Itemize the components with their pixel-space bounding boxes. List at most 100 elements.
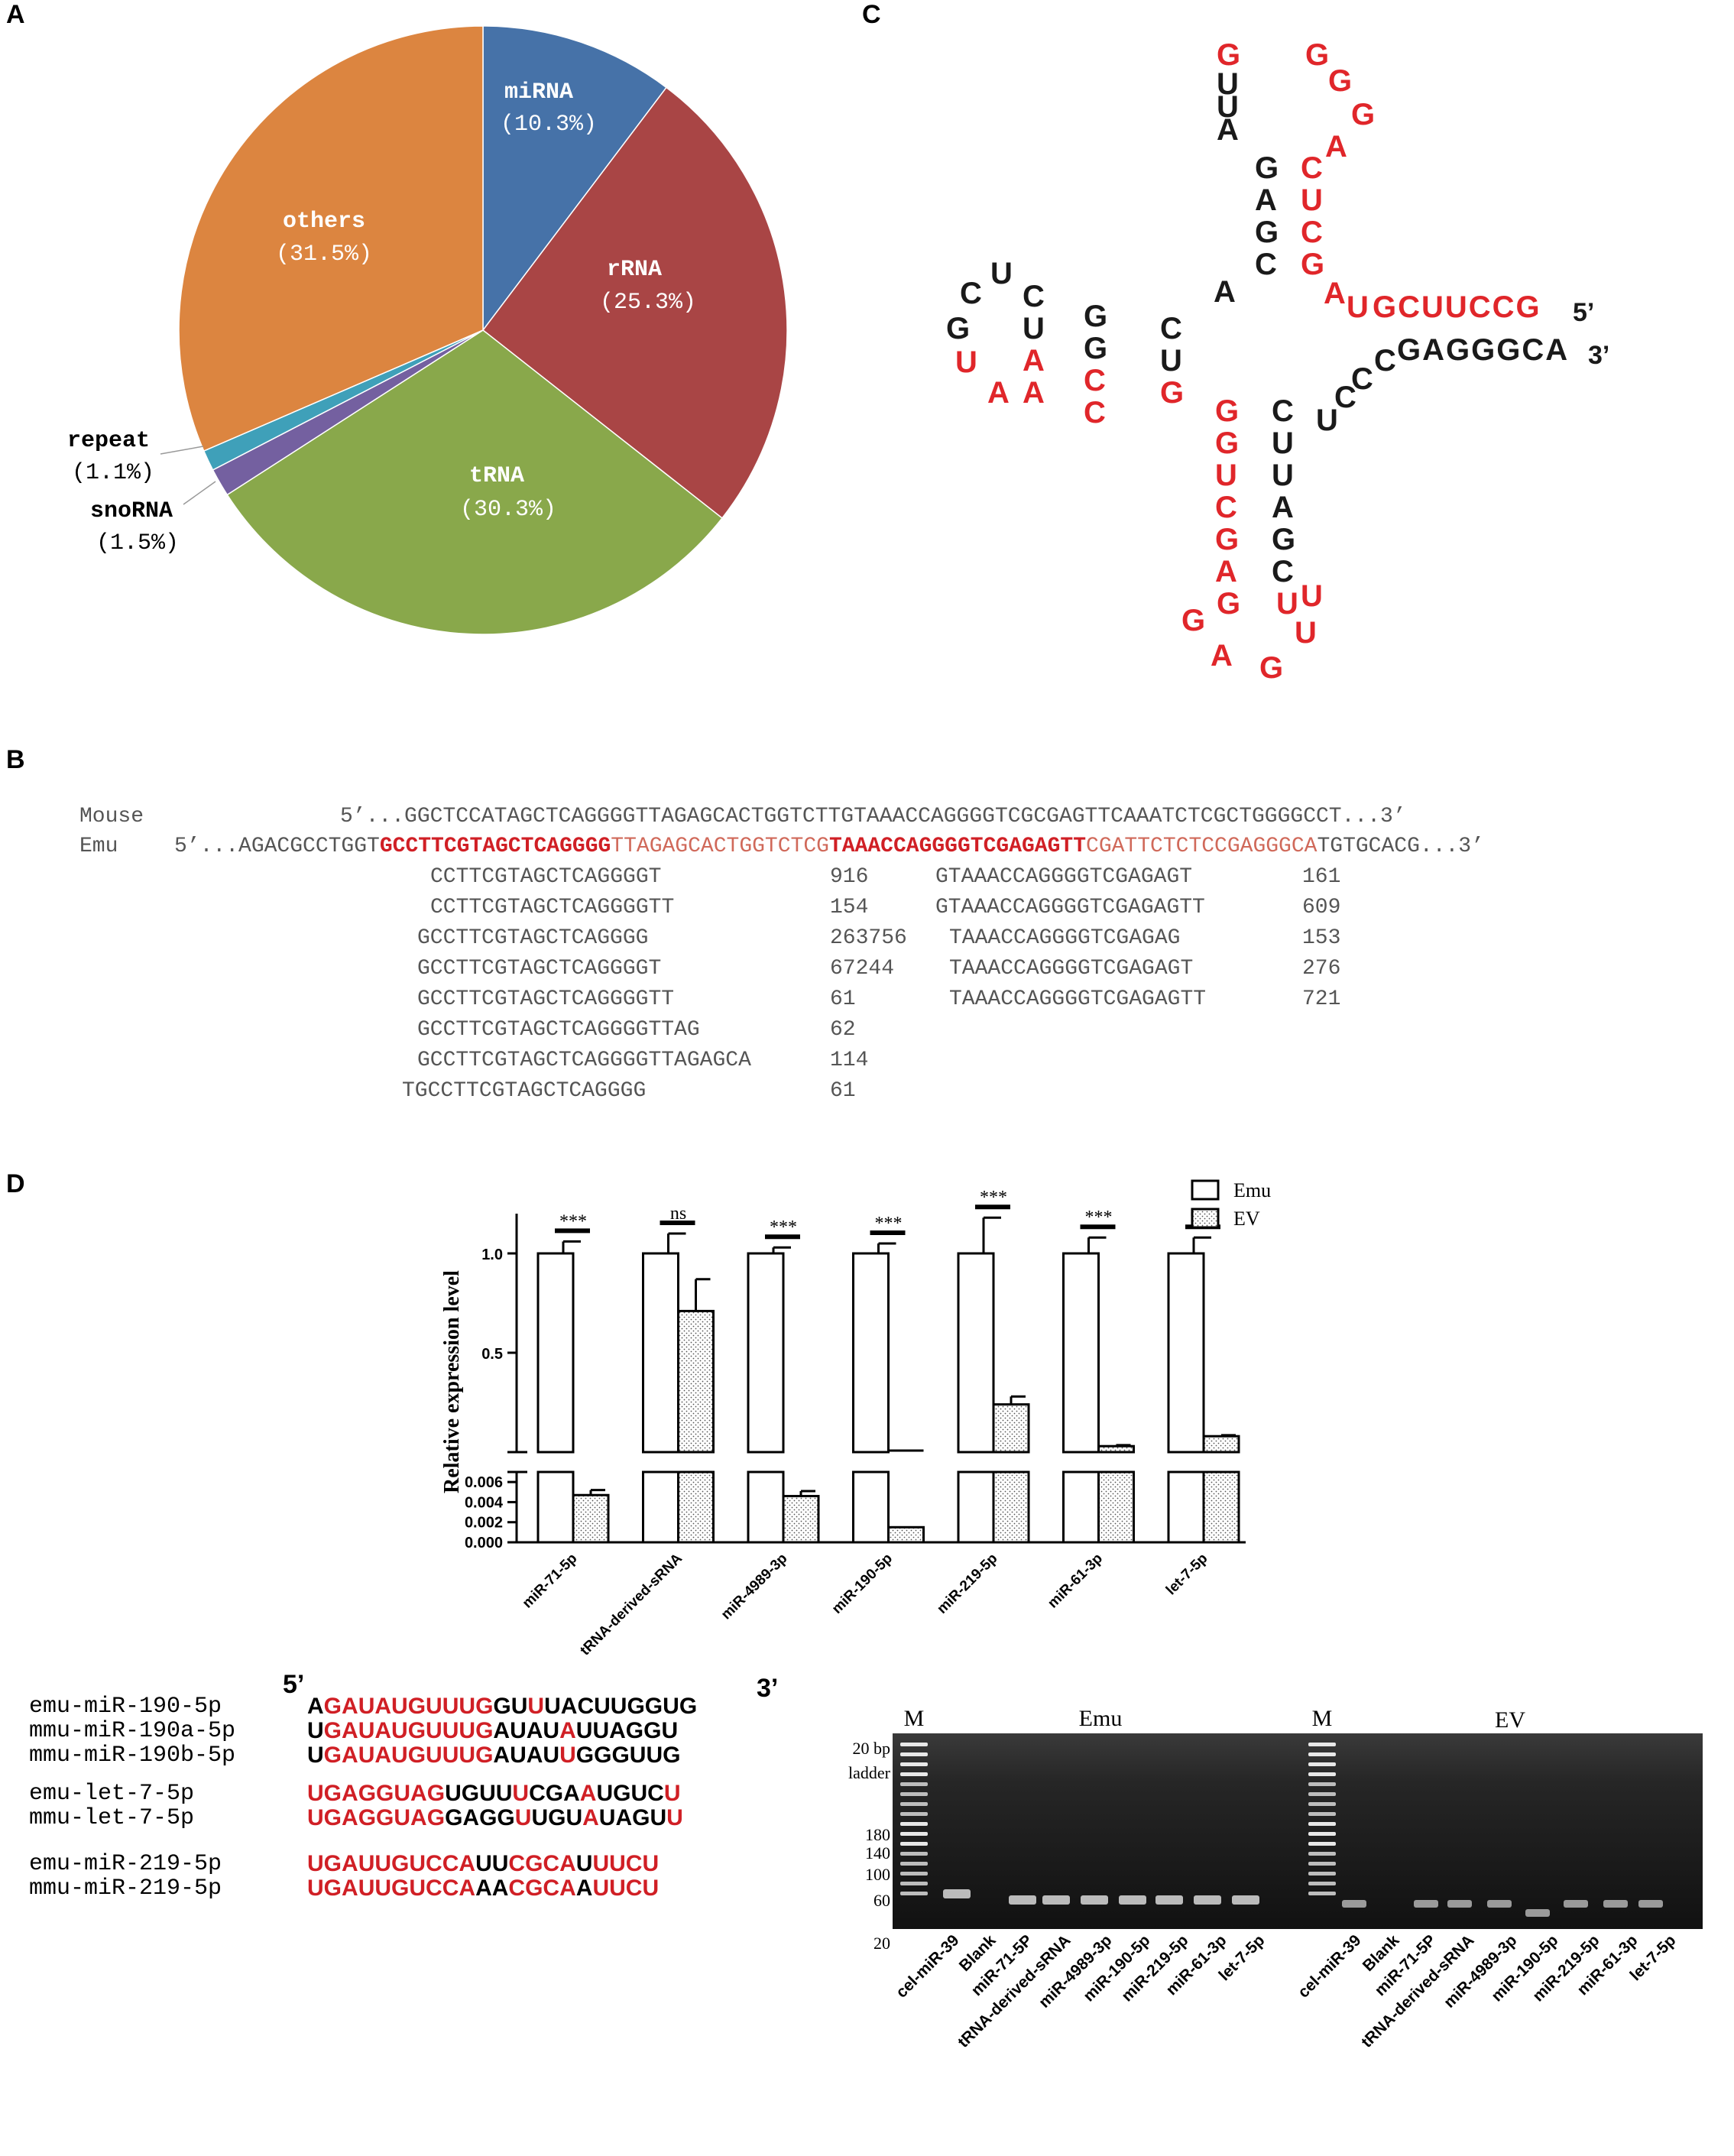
bar-emu-lower: [642, 1470, 679, 1544]
read-count: 721: [1302, 987, 1341, 1011]
nucleotide: G: [479, 1805, 498, 1830]
mirna-name: mmu-miR-190b-5p: [29, 1743, 236, 1769]
ladder-band: [900, 1872, 928, 1876]
nucleotide: A: [342, 1851, 358, 1876]
rna-nt: C: [1334, 381, 1356, 414]
gel-lane-label: cel-miR-39: [893, 1931, 962, 2001]
gel-ev-label: EV: [1495, 1707, 1525, 1733]
ladder-band: [1308, 1872, 1336, 1876]
nucleotide: C: [426, 1851, 442, 1876]
nucleotide: G: [391, 1851, 410, 1876]
rna-nt: C: [1255, 248, 1277, 281]
emu-seq-fragment-2: TAAACCAGGGGTCGAGAGTT: [828, 835, 1087, 858]
nucleotide: U: [666, 1805, 683, 1830]
rna-nt: C: [1272, 555, 1294, 588]
ladder-band: [900, 1762, 928, 1766]
rna-nt: A: [1272, 491, 1294, 524]
read-count: 62: [830, 1018, 856, 1042]
nucleotide: U: [543, 1743, 560, 1768]
pie-pct-miRNA: (10.3%): [501, 112, 597, 138]
nucleotide: G: [407, 1743, 426, 1768]
ladder-band: [1308, 1792, 1336, 1796]
read-sequence: GCCTTCGTAGCTCAGGGG: [417, 926, 649, 950]
bar-ev-lower: [1097, 1470, 1135, 1544]
nucleotide: C: [647, 1781, 664, 1806]
rna-nt: G: [1217, 38, 1241, 72]
emu-sequence: 5’...AGACGCCTGGTGCCTTCGTAGCTCAGGGGTTAGAG…: [174, 835, 1484, 858]
read-sequence: TAAACCAGGGGTCGAGAGT: [949, 957, 1194, 981]
bar-emu-lower: [1062, 1470, 1100, 1544]
nucleotide: G: [632, 1805, 650, 1830]
nucleotide: A: [609, 1718, 626, 1743]
nucleotide: G: [461, 1781, 480, 1806]
emu-seq-suffix: TGTGCACG...3’: [1317, 835, 1484, 858]
nucleotide: G: [545, 1781, 564, 1806]
ladder-band: [900, 1743, 928, 1746]
rna-nt: G: [1181, 604, 1206, 637]
gel-background: [893, 1733, 1703, 1929]
rna-nt: U: [1272, 459, 1294, 492]
nucleotide: C: [442, 1851, 459, 1876]
ladder-band: [900, 1862, 928, 1866]
nucleotide: G: [475, 1743, 494, 1768]
gel-lane-label: cel-miR-39: [1295, 1931, 1364, 2001]
mirna-name: emu-miR-219-5p: [29, 1851, 222, 1877]
rna-nt: G: [1217, 587, 1241, 621]
pie-label-snoRNA: snoRNA: [90, 498, 173, 524]
nucleotide: U: [592, 1718, 610, 1743]
rna-nt: A: [1215, 555, 1237, 588]
rna-nt: A: [1211, 639, 1233, 673]
mirna-sequence: UGAUUGUCCAAACGCAAUUCU: [307, 1876, 659, 1901]
nucleotide: G: [323, 1876, 342, 1901]
alignment-five-prime: 5’: [283, 1670, 305, 1699]
read-sequence: TAAACCAGGGGTCGAGAGTT: [949, 987, 1207, 1011]
nucleotide: U: [544, 1694, 561, 1719]
ladder-band: [1308, 1882, 1336, 1885]
nucleotide: U: [307, 1851, 324, 1876]
read-count: 61: [830, 1079, 856, 1103]
nucleotide: U: [442, 1718, 459, 1743]
nucleotide: G: [679, 1694, 698, 1719]
significance-label: ***: [1085, 1208, 1113, 1227]
rna-nt: G: [1351, 98, 1376, 131]
nucleotide: U: [510, 1694, 528, 1719]
sample-band: [1194, 1895, 1221, 1905]
read-sequence: GTAAACCAGGGGTCGAGAGTT: [935, 896, 1205, 919]
bar-ev: [572, 1493, 610, 1544]
bar-ev: [1202, 1435, 1240, 1454]
ladder-band: [1308, 1812, 1336, 1816]
ladder-band: [1308, 1852, 1336, 1856]
nucleotide: U: [566, 1805, 583, 1830]
emu-seq-prefix: 5’...AGACGCCTGGT: [174, 835, 380, 858]
gel-lane-label: tRNA-derived-sRNA: [955, 1931, 1074, 2051]
nucleotide: U: [409, 1851, 426, 1876]
pie-label-tRNA: tRNA: [469, 463, 524, 489]
nucleotide: U: [374, 1876, 392, 1901]
sample-band: [1232, 1895, 1259, 1905]
mirna-name: mmu-miR-219-5p: [29, 1876, 222, 1901]
sample-band: [1525, 1909, 1550, 1917]
bar-ev: [1097, 1444, 1135, 1454]
nucleotide: G: [376, 1805, 394, 1830]
ladder-band: [900, 1852, 928, 1856]
nucleotide: U: [512, 1781, 530, 1806]
read-count: 67244: [830, 957, 895, 981]
ladder-band: [900, 1882, 928, 1885]
rna-nt: A: [1324, 277, 1346, 310]
nucleotide: A: [462, 1805, 480, 1830]
nucleotide: U: [594, 1694, 611, 1719]
mirna-name: emu-let-7-5p: [29, 1781, 195, 1807]
nucleotide: U: [630, 1781, 648, 1806]
rna-nt: G: [1160, 376, 1185, 410]
nucleotide: U: [559, 1743, 576, 1768]
bar-ev: [782, 1495, 820, 1544]
rna-nt: U: [1316, 404, 1338, 437]
nucleotide: U: [531, 1805, 549, 1830]
nucleotide: U: [609, 1851, 626, 1876]
sample-band: [1414, 1900, 1438, 1908]
nucleotide: U: [475, 1851, 492, 1876]
ladder-band: [900, 1832, 928, 1836]
significance-label: ***: [559, 1211, 587, 1231]
nucleotide: U: [426, 1743, 442, 1768]
nucleotide: A: [559, 1876, 576, 1901]
